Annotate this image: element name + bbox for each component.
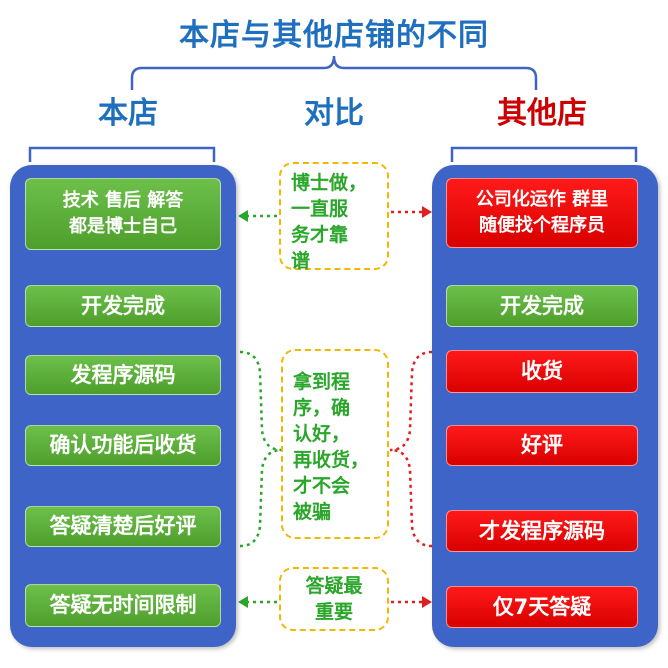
left-step-4: 确认功能后收货	[25, 425, 221, 466]
left-step-6: 答疑无时间限制	[25, 584, 221, 627]
arrowhead-note1-left	[238, 210, 248, 222]
right-step-3: 收货	[446, 350, 638, 393]
left-step-5: 答疑清楚后好评	[25, 506, 221, 547]
left-step-1: 技术 售后 解答 都是博士自己	[25, 178, 221, 250]
left-step-3: 发程序源码	[25, 355, 221, 395]
brace-note2-left	[239, 350, 283, 548]
arrowhead-note3-left	[238, 596, 248, 608]
right-bracket	[450, 146, 638, 162]
header-our-store: 本店	[98, 96, 158, 131]
left-step-2: 开发完成	[25, 285, 221, 327]
page-title: 本店与其他店铺的不同	[179, 18, 489, 53]
right-step-6: 仅7天答疑	[446, 586, 638, 628]
title-brace	[130, 55, 538, 90]
note-doctor-service: 博士做， 一直服 务才靠 谱	[279, 162, 389, 272]
right-step-2: 开发完成	[446, 285, 638, 327]
left-bracket	[28, 146, 216, 162]
brace-note2-right	[389, 350, 433, 548]
arrowhead-note3-right	[422, 596, 432, 608]
header-compare: 对比	[304, 96, 364, 131]
note-confirm-before-receipt: 拿到程 序，确 认好， 再收货， 才不会 被骗	[281, 349, 389, 539]
header-other-stores: 其他店	[497, 96, 587, 131]
right-step-1: 公司化运作 群里 随便找个程序员	[446, 178, 638, 248]
right-step-5: 才发程序源码	[446, 510, 638, 552]
right-step-4: 好评	[446, 425, 638, 466]
arrowhead-note1-right	[422, 206, 432, 218]
note-support-most-important: 答疑最 重要	[279, 567, 389, 631]
